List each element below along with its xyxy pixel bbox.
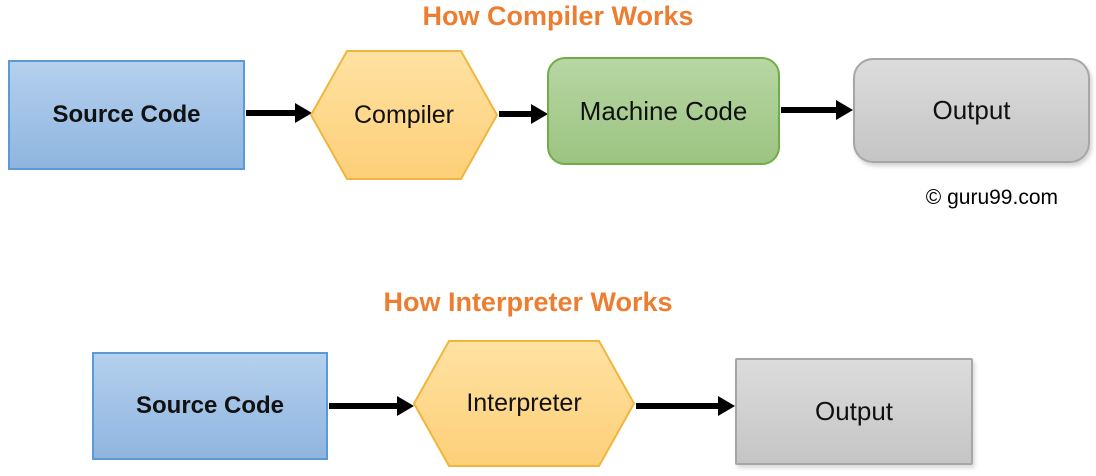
arrow-shaft [636,403,720,409]
node-output-interpreter-label: Output [814,396,894,426]
arrow-source-to-compiler [246,103,312,123]
copyright-watermark: © guru99.com [925,186,1058,209]
arrow-shaft [499,111,533,117]
arrow-shaft [329,403,399,409]
node-compiler-label: Compiler [353,100,455,129]
node-interpreter: Interpreter [413,340,635,467]
interpreter-hexagon-shape [413,340,635,467]
arrow-source-to-interpreter [329,396,414,416]
node-source-code-interpreter-label: Source Code [135,392,285,419]
arrow-head-icon [836,100,853,120]
node-machine-code-label: Machine Code [579,95,748,126]
arrow-interpreter-to-output [636,396,735,416]
arrow-shaft [781,107,838,113]
compiler-title: How Compiler Works [422,1,694,31]
node-machine-code: Machine Code [547,57,780,165]
compiler-hexagon-shape [310,50,498,180]
node-source-code-compiler-label: Source Code [52,101,201,128]
node-output-interpreter: Output [735,358,973,465]
node-compiler: Compiler [310,50,498,180]
arrow-head-icon [718,396,735,416]
arrow-shaft [246,110,297,116]
arrow-machine-code-to-output [781,100,853,120]
arrow-head-icon [397,396,414,416]
node-source-code-interpreter: Source Code [92,352,328,460]
arrow-compiler-to-machine-code [499,104,548,124]
arrow-head-icon [295,103,312,123]
interpreter-title: How Interpreter Works [383,287,673,317]
node-interpreter-label: Interpreter [466,389,582,417]
node-output-compiler: Output [853,58,1090,163]
arrow-head-icon [531,104,548,124]
node-source-code-compiler: Source Code [8,60,245,170]
node-output-compiler-label: Output [932,95,1011,125]
